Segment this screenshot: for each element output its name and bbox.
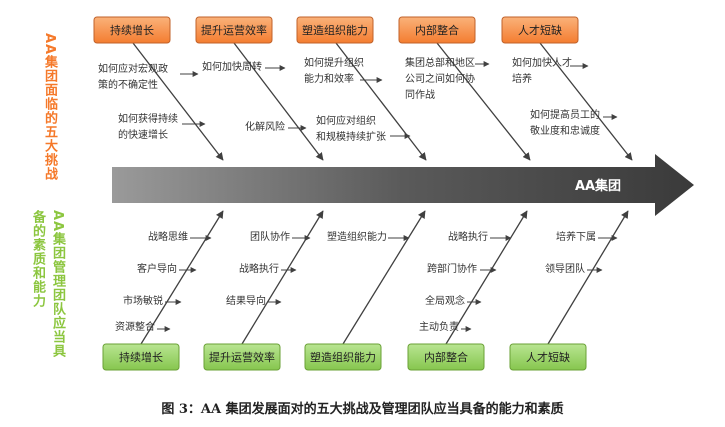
bones-layer xyxy=(132,42,633,345)
bottom-cause-label: 市场敏锐 xyxy=(123,294,163,307)
bottom-cause-label: 塑造组织能力 xyxy=(327,230,387,243)
bottom-category-label: 持续增长 xyxy=(119,350,163,364)
top-category-label: 提升运营效率 xyxy=(201,23,267,37)
top-main-bone xyxy=(539,42,633,161)
bottom-cause-label: 团队协作 xyxy=(250,230,290,243)
top-category-box-rect xyxy=(195,16,273,44)
bottom-cause-label: 跨部门协作 xyxy=(427,262,477,275)
bottom-main-bone xyxy=(140,210,224,345)
bottom-category-box-rect xyxy=(102,343,180,371)
top-category-label: 内部整合 xyxy=(415,23,459,37)
top-category-label: 持续增长 xyxy=(110,23,154,37)
top-category-box: 提升运营效率 xyxy=(195,16,273,44)
top-category-label: 塑造组织能力 xyxy=(302,23,368,37)
bottom-cause-label: 战略思维 xyxy=(148,230,188,243)
bottom-category-box: 持续增长 xyxy=(102,343,180,371)
top-category-label: 人才短缺 xyxy=(518,23,562,37)
bottom-main-bone xyxy=(445,210,528,345)
bottom-category-label: 塑造组织能力 xyxy=(310,350,376,364)
spine-label: AA集团 xyxy=(575,178,621,194)
bottom-side-title-line2: 备的素质和能力 xyxy=(30,210,45,308)
bottom-cause-label: 资源整合 xyxy=(115,320,155,333)
top-category-box-rect xyxy=(296,16,374,44)
bottom-cause-label: 战略执行 xyxy=(239,262,279,275)
top-cause-label: 如何应对组织和规模持续扩张 xyxy=(316,114,386,143)
spine-arrow: AA集团 xyxy=(112,154,694,216)
top-cause-label-line: 公司之间如何协 xyxy=(405,72,475,85)
top-cause-label-line: 化解风险 xyxy=(245,120,285,133)
top-cause-label: 如何提高员工的敬业度和忠诚度 xyxy=(530,108,600,137)
top-category-box: 持续增长 xyxy=(93,16,171,44)
top-cause-label: 如何加快周转 xyxy=(202,60,262,73)
top-category-box-rect xyxy=(398,16,476,44)
top-cause-label: 集团总部和地区公司之间如何协同作战 xyxy=(405,56,475,101)
figure-caption: 图 3：AA 集团发展面对的五大挑战及管理团队应当具备的能力和素质 xyxy=(161,402,564,417)
bottom-cause-label: 主动负责 xyxy=(419,320,459,333)
bottom-cause-label: 全局观念 xyxy=(425,294,465,307)
bottom-main-bone xyxy=(547,210,629,345)
top-cause-label-line: 如何应对宏观政 xyxy=(98,62,168,75)
bottom-cause-label: 战略执行 xyxy=(448,230,488,243)
category-boxes-layer: 持续增长提升运营效率塑造组织能力内部整合人才短缺持续增长提升运营效率塑造组织能力… xyxy=(93,16,587,371)
top-cause-label: 如何提升组织能力和效率 xyxy=(304,56,364,85)
top-main-bone xyxy=(335,42,427,161)
top-cause-label-line: 如何加快周转 xyxy=(202,60,262,73)
top-cause-label-line: 如何提高员工的 xyxy=(530,108,600,121)
top-cause-label-line: 培养 xyxy=(512,72,532,85)
bottom-category-box-rect xyxy=(203,343,281,371)
top-cause-label-line: 如何应对组织 xyxy=(316,114,376,127)
bottom-category-box-rect xyxy=(304,343,382,371)
top-cause-label-line: 策的不确定性 xyxy=(98,78,158,91)
top-cause-label: 如何获得持续的快速增长 xyxy=(118,112,178,141)
bottom-category-label: 内部整合 xyxy=(424,350,468,364)
top-cause-label-line: 的快速增长 xyxy=(118,128,168,141)
top-cause-label: 如何应对宏观政策的不确定性 xyxy=(98,62,168,91)
top-category-box: 内部整合 xyxy=(398,16,476,44)
bottom-cause-label: 领导团队 xyxy=(545,262,585,275)
bottom-category-box-rect xyxy=(509,343,587,371)
top-cause-label-line: 敬业度和忠诚度 xyxy=(530,124,600,137)
bottom-category-label: 提升运营效率 xyxy=(209,350,275,364)
top-category-box: 人才短缺 xyxy=(501,16,579,44)
top-cause-label: 如何加快人才培养 xyxy=(512,56,572,85)
bottom-cause-label: 结果导向 xyxy=(226,294,266,307)
top-category-box-rect xyxy=(93,16,171,44)
bottom-category-box: 塑造组织能力 xyxy=(304,343,382,371)
bottom-side-title-line1: AA集团管理团队应当具 xyxy=(50,209,65,359)
top-cause-label-line: 如何提升组织 xyxy=(304,56,364,69)
top-cause-label-line: 如何加快人才 xyxy=(512,56,572,69)
top-main-bone xyxy=(233,42,324,161)
top-main-bone xyxy=(436,42,531,161)
bottom-category-box-rect xyxy=(407,343,485,371)
top-cause-label-line: 同作战 xyxy=(405,89,435,101)
top-cause-label: 化解风险 xyxy=(245,120,285,133)
top-side-title: AA集团面临的五大挑战 xyxy=(42,32,57,182)
top-cause-label-line: 能力和效率 xyxy=(304,72,354,85)
bottom-cause-label: 培养下属 xyxy=(556,230,596,243)
bottom-category-box: 人才短缺 xyxy=(509,343,587,371)
bottom-cause-label: 客户导向 xyxy=(137,262,177,275)
top-cause-label-line: 如何获得持续 xyxy=(118,112,178,125)
top-cause-label-line: 和规模持续扩张 xyxy=(316,130,386,143)
bottom-category-label: 人才短缺 xyxy=(526,350,570,364)
bottom-category-box: 提升运营效率 xyxy=(203,343,281,371)
top-cause-label-line: 集团总部和地区 xyxy=(405,56,475,69)
top-category-box-rect xyxy=(501,16,579,44)
bottom-main-bone xyxy=(241,210,324,345)
top-main-bone xyxy=(132,42,224,161)
bottom-main-bone xyxy=(342,210,426,345)
bottom-category-box: 内部整合 xyxy=(407,343,485,371)
top-category-box: 塑造组织能力 xyxy=(296,16,374,44)
